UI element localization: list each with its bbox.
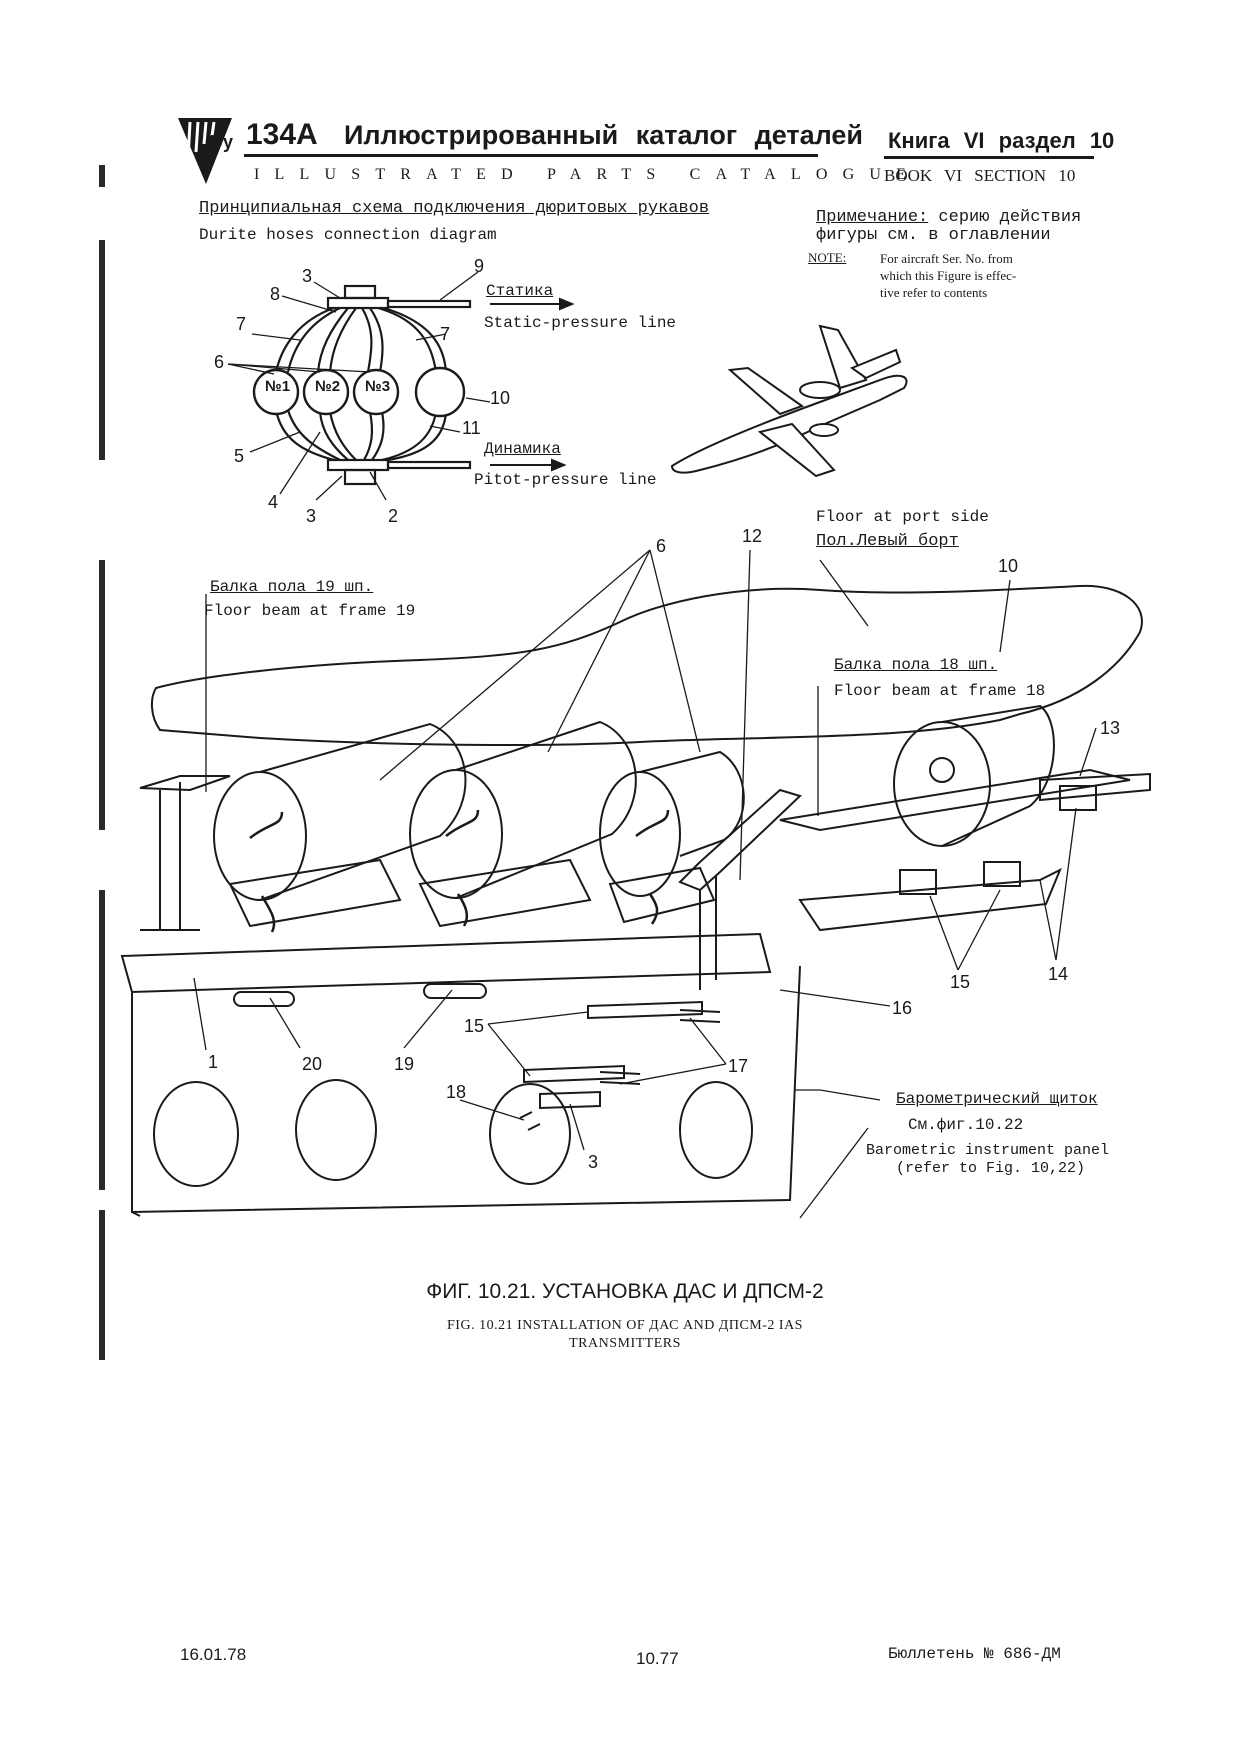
install-callout-15-right: 15 <box>950 972 971 992</box>
note-label-en: NOTE: <box>808 250 847 265</box>
figure-caption-en-1: FIG. 10.21 INSTALLATION OF ДАС AND ДПСМ-… <box>447 1318 803 1333</box>
book-section-ru: Книга VI раздел 10 <box>888 128 1115 153</box>
note-text-en-2: which this Figure is effec- <box>880 268 1017 283</box>
header-title-en: ILLUSTRATED PARTS CATALOGUE <box>254 166 922 183</box>
schematic-callout-10: 10 <box>490 388 511 408</box>
book-section-en: BOOK VI SECTION 10 <box>884 166 1076 185</box>
sensor-spare <box>414 366 466 418</box>
install-callout-16: 16 <box>892 998 913 1018</box>
schematic-callout-7-left: 7 <box>236 314 247 334</box>
schematic-title-ru: Принципиальная схема подключения дюритов… <box>199 199 710 218</box>
schematic-callout-6: 6 <box>214 352 225 372</box>
note-text-ru-2: фигуры см. в оглавлении <box>816 226 1051 245</box>
baro-panel-label-ru: Барометрический щиток <box>896 1090 1098 1108</box>
schematic-callout-8: 8 <box>270 284 281 304</box>
schematic-title-en: Durite hoses connection diagram <box>199 226 497 244</box>
aircraft-model: 134А <box>246 118 318 151</box>
baro-panel-ref-en: (refer to Fig. 10,22) <box>896 1160 1086 1177</box>
schematic-callout-9: 9 <box>474 256 485 276</box>
static-outlet-pipe <box>386 299 472 309</box>
schematic-callout-4: 4 <box>268 492 279 512</box>
figure-caption-en-2: TRANSMITTERS <box>569 1336 681 1351</box>
footer-bulletin: Бюллетень № 686-ДМ <box>888 1645 1061 1663</box>
baro-panel-label-en: Barometric instrument panel <box>866 1142 1110 1159</box>
header-title-ru: Иллюстрированный каталог деталей <box>344 120 864 150</box>
pitot-manifold <box>326 458 390 472</box>
note-text-en-1: For aircraft Ser. No. from <box>880 251 1013 266</box>
floor-panel <box>150 584 1143 746</box>
figure-caption-ru: ФИГ. 10.21. УСТАНОВКА ДАС И ДПСМ-2 <box>426 1280 824 1303</box>
footer-date: 16.01.78 <box>180 1645 247 1664</box>
pitot-label-en: Pitot-pressure line <box>474 471 657 489</box>
schematic-callout-2: 2 <box>388 506 399 526</box>
baro-panel-ref-ru: См.фиг.10.22 <box>908 1116 1024 1134</box>
pitot-label-ru: Динамика <box>484 440 561 458</box>
install-callout-1: 1 <box>208 1052 219 1072</box>
schematic-callout-3-top: 3 <box>302 266 313 286</box>
install-callout-13: 13 <box>1100 718 1121 738</box>
svg-text:Uy: Uy <box>210 132 233 152</box>
sensor-1 <box>252 368 300 416</box>
install-callout-19: 19 <box>394 1054 415 1074</box>
sensor-label-2: №2 <box>315 378 341 395</box>
install-callout-20: 20 <box>302 1054 323 1074</box>
schematic-callout-11: 11 <box>462 418 481 438</box>
beam18-label-en: Floor beam at frame 18 <box>834 682 1046 700</box>
transmitter-cylinder-4 <box>893 721 991 847</box>
install-callout-17: 17 <box>728 1056 749 1076</box>
ilyushin-logo: Uy <box>178 118 233 184</box>
sensor-label-1: №1 <box>265 378 291 395</box>
schematic-callout-3-bottom: 3 <box>306 506 317 526</box>
header-rule <box>244 154 818 157</box>
install-callout-3: 3 <box>588 1152 599 1172</box>
installation-drawing <box>120 584 1151 1217</box>
beam19-label-en: Floor beam at frame 19 <box>204 602 416 620</box>
beam18-label-ru: Балка пола 18 шп. <box>834 656 998 674</box>
sensor-3 <box>352 368 400 416</box>
mounting-tray <box>120 932 772 994</box>
sensor-label-3: №3 <box>365 378 391 395</box>
schematic-callout-7-right: 7 <box>440 324 451 344</box>
install-callout-18: 18 <box>446 1082 467 1102</box>
static-manifold <box>326 296 390 310</box>
install-callout-15-left: 15 <box>464 1016 485 1036</box>
floor-port-label-ru: Пол.Левый борт <box>816 532 959 551</box>
install-callout-12: 12 <box>742 526 763 546</box>
pitot-outlet-pipe <box>386 460 472 470</box>
note-text-en-3: tive refer to contents <box>880 285 988 300</box>
static-label-en: Static-pressure line <box>484 314 677 332</box>
install-callout-6: 6 <box>656 536 667 556</box>
book-rule <box>884 156 1094 159</box>
note-text-ru-1: серию действия <box>938 208 1082 227</box>
floor-port-label-en: Floor at port side <box>816 508 989 526</box>
install-callout-14: 14 <box>1048 964 1069 984</box>
note-label-ru: Примечание: <box>816 208 929 227</box>
static-label-ru: Статика <box>486 282 554 300</box>
beam19-label-ru: Балка пола 19 шп. <box>210 578 374 596</box>
install-callout-10: 10 <box>998 556 1019 576</box>
footer-page-number: 10.77 <box>636 1649 679 1668</box>
aircraft-outline-sketch <box>670 324 908 478</box>
schematic-callout-5: 5 <box>234 446 245 466</box>
transmitter-cylinder-1 <box>213 771 307 901</box>
